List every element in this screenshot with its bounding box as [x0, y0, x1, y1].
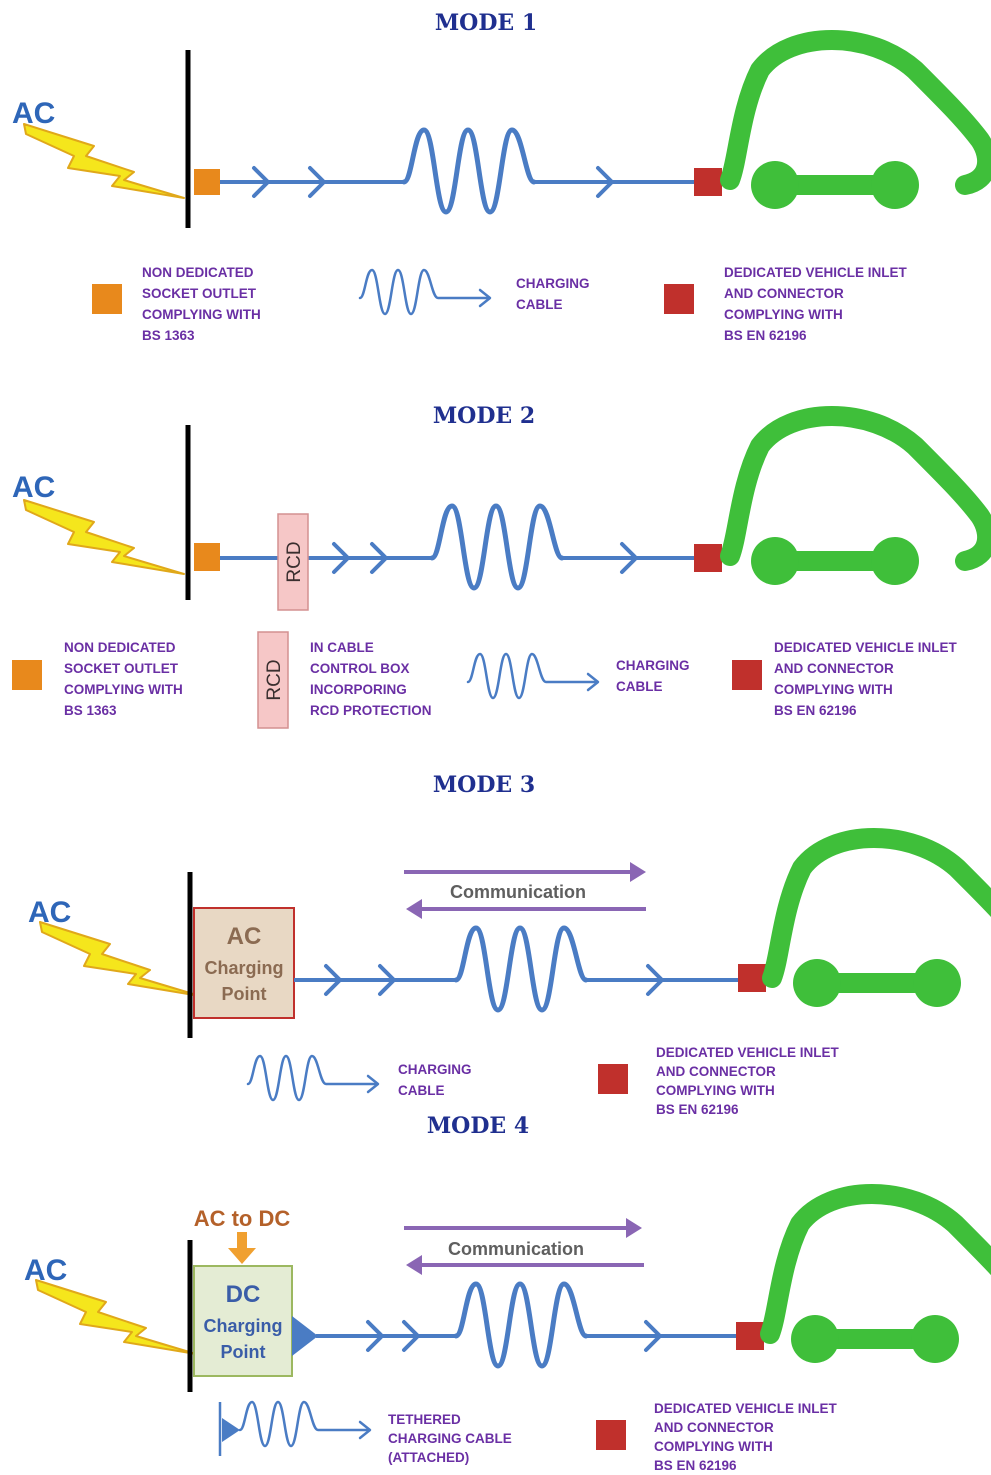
mode2-legend-rcd-2: CONTROL BOX	[310, 661, 410, 676]
lightning-bolt-icon	[23, 499, 185, 575]
mode4-communication-label: Communication	[448, 1239, 584, 1259]
mode3-section: MODE 3 AC AC Charging Point Communicatio…	[28, 772, 991, 1117]
coiled-cable-icon	[456, 928, 586, 1010]
mode1-vehicle-inlet	[694, 168, 722, 196]
mode1-section: MODE 1 AC NON DEDICATED SOCKET OUTLET CO…	[12, 10, 987, 343]
mode2-title: MODE 2	[433, 403, 535, 429]
mode3-communication-arrows: Communication	[404, 862, 646, 919]
charging-point-box-icon: DC Charging Point	[193, 1265, 293, 1377]
mode2-socket-outlet	[194, 543, 220, 571]
mode3-legend-inlet-4: BS EN 62196	[656, 1102, 739, 1117]
mode1-legend-socket-swatch	[92, 284, 122, 314]
mode3-box-line-1: AC	[227, 923, 262, 950]
mode4-legend-cable-2: CHARGING CABLE	[388, 1431, 512, 1446]
mode3-legend-inlet-1: DEDICATED VEHICLE INLET	[656, 1045, 840, 1060]
lightning-bolt-icon	[39, 921, 201, 997]
mode1-socket-outlet	[194, 169, 220, 195]
mode1-legend-socket-1: NON DEDICATED	[142, 265, 254, 280]
mode1-legend-inlet-4: BS EN 62196	[724, 328, 807, 343]
mode3-ac-label: AC	[28, 896, 71, 929]
mode3-legend-cable-1: CHARGING	[398, 1062, 472, 1077]
mode4-communication-arrows: Communication	[404, 1218, 644, 1275]
mode2-legend-socket-4: BS 1363	[64, 703, 117, 718]
mode4-ac-to-dc-label: AC to DC	[194, 1206, 291, 1231]
mode3-legend-cable-2: CABLE	[398, 1083, 445, 1098]
tethered-plug-icon	[292, 1316, 318, 1356]
mode3-title: MODE 3	[433, 772, 535, 798]
mode2-legend-cable-2: CABLE	[616, 679, 663, 694]
mode4-box-line-1: DC	[226, 1281, 261, 1308]
mode3-box-line-2: Charging	[205, 958, 284, 978]
lightning-bolt-icon	[23, 123, 185, 199]
mode2-legend-inlet-1: DEDICATED VEHICLE INLET	[774, 640, 958, 655]
mode1-legend-socket-2: SOCKET OUTLET	[142, 286, 257, 301]
coiled-cable-icon	[466, 652, 600, 700]
rcd-box-icon: RCD	[277, 513, 309, 611]
car-outline-icon	[730, 40, 987, 209]
mode4-legend-inlet-3: COMPLYING WITH	[654, 1439, 773, 1454]
mode1-title: MODE 1	[435, 10, 537, 36]
tethered-cable-legend-icon	[218, 1400, 372, 1456]
mode1-legend-socket-3: COMPLYING WITH	[142, 307, 261, 322]
down-arrow-icon	[228, 1232, 256, 1264]
mode2-vehicle-inlet	[694, 544, 722, 572]
mode3-communication-label: Communication	[450, 882, 586, 902]
mode1-legend-cable-2: CABLE	[516, 297, 563, 312]
mode4-section: MODE 4 AC AC to DC DC Charging Point	[24, 1113, 991, 1473]
mode1-ac-label: AC	[12, 97, 55, 130]
mode4-legend-cable-1: TETHERED	[388, 1412, 461, 1427]
mode3-legend-inlet-3: COMPLYING WITH	[656, 1083, 775, 1098]
mode1-legend-inlet-2: AND CONNECTOR	[724, 286, 844, 301]
mode2-legend-cable-1: CHARGING	[616, 658, 690, 673]
mode4-title: MODE 4	[427, 1113, 529, 1139]
mode2-legend-socket-2: SOCKET OUTLET	[64, 661, 179, 676]
coiled-cable-icon	[432, 506, 562, 588]
car-outline-icon	[772, 838, 991, 1007]
mode2-ac-label: AC	[12, 471, 55, 504]
mode3-legend-inlet-swatch	[598, 1064, 628, 1094]
mode2-legend-inlet-2: AND CONNECTOR	[774, 661, 894, 676]
charging-point-box-icon: AC Charging Point	[193, 907, 295, 1019]
mode2-legend-rcd-4: RCD PROTECTION	[310, 703, 432, 718]
mode2-legend-socket-swatch	[12, 660, 42, 690]
coiled-cable-icon	[246, 1054, 380, 1102]
mode4-legend-inlet-2: AND CONNECTOR	[654, 1420, 774, 1435]
car-outline-icon	[770, 1194, 991, 1363]
mode1-legend-inlet-1: DEDICATED VEHICLE INLET	[724, 265, 908, 280]
mode4-box-line-3: Point	[221, 1342, 266, 1362]
mode3-legend-inlet-2: AND CONNECTOR	[656, 1064, 776, 1079]
mode4-legend-inlet-swatch	[596, 1420, 626, 1450]
coiled-cable-icon	[456, 1284, 586, 1366]
car-outline-icon	[730, 416, 987, 585]
mode2-legend-rcd-3: INCORPORING	[310, 682, 407, 697]
mode2-legend-inlet-4: BS EN 62196	[774, 703, 857, 718]
mode3-box-line-3: Point	[222, 984, 267, 1004]
mode2-legend-inlet-swatch	[732, 660, 762, 690]
mode4-legend-cable-3: (ATTACHED)	[388, 1450, 469, 1465]
mode2-legend-rcd-label: RCD	[264, 659, 285, 700]
coiled-cable-icon	[404, 130, 534, 212]
mode1-legend-inlet-3: COMPLYING WITH	[724, 307, 843, 322]
mode4-legend-inlet-1: DEDICATED VEHICLE INLET	[654, 1401, 838, 1416]
mode2-legend-inlet-3: COMPLYING WITH	[774, 682, 893, 697]
mode4-box-line-2: Charging	[204, 1316, 283, 1336]
mode2-section: MODE 2 AC RCD NON DEDICATED SOCKET OUTLE…	[12, 403, 987, 729]
lightning-bolt-icon	[35, 1279, 197, 1355]
mode2-legend-socket-1: NON DEDICATED	[64, 640, 176, 655]
mode2-legend-rcd-1: IN CABLE	[310, 640, 374, 655]
mode3-vehicle-inlet	[738, 964, 766, 992]
mode2-rcd-label: RCD	[284, 541, 305, 582]
mode4-legend-inlet-4: BS EN 62196	[654, 1458, 737, 1473]
mode2-legend-socket-3: COMPLYING WITH	[64, 682, 183, 697]
mode1-legend-inlet-swatch	[664, 284, 694, 314]
rcd-box-icon: RCD	[257, 631, 289, 729]
mode1-legend-socket-4: BS 1363	[142, 328, 195, 343]
coiled-cable-icon	[358, 268, 492, 316]
mode4-vehicle-inlet	[736, 1322, 764, 1350]
mode4-ac-label: AC	[24, 1254, 67, 1287]
mode1-legend-cable-1: CHARGING	[516, 276, 590, 291]
